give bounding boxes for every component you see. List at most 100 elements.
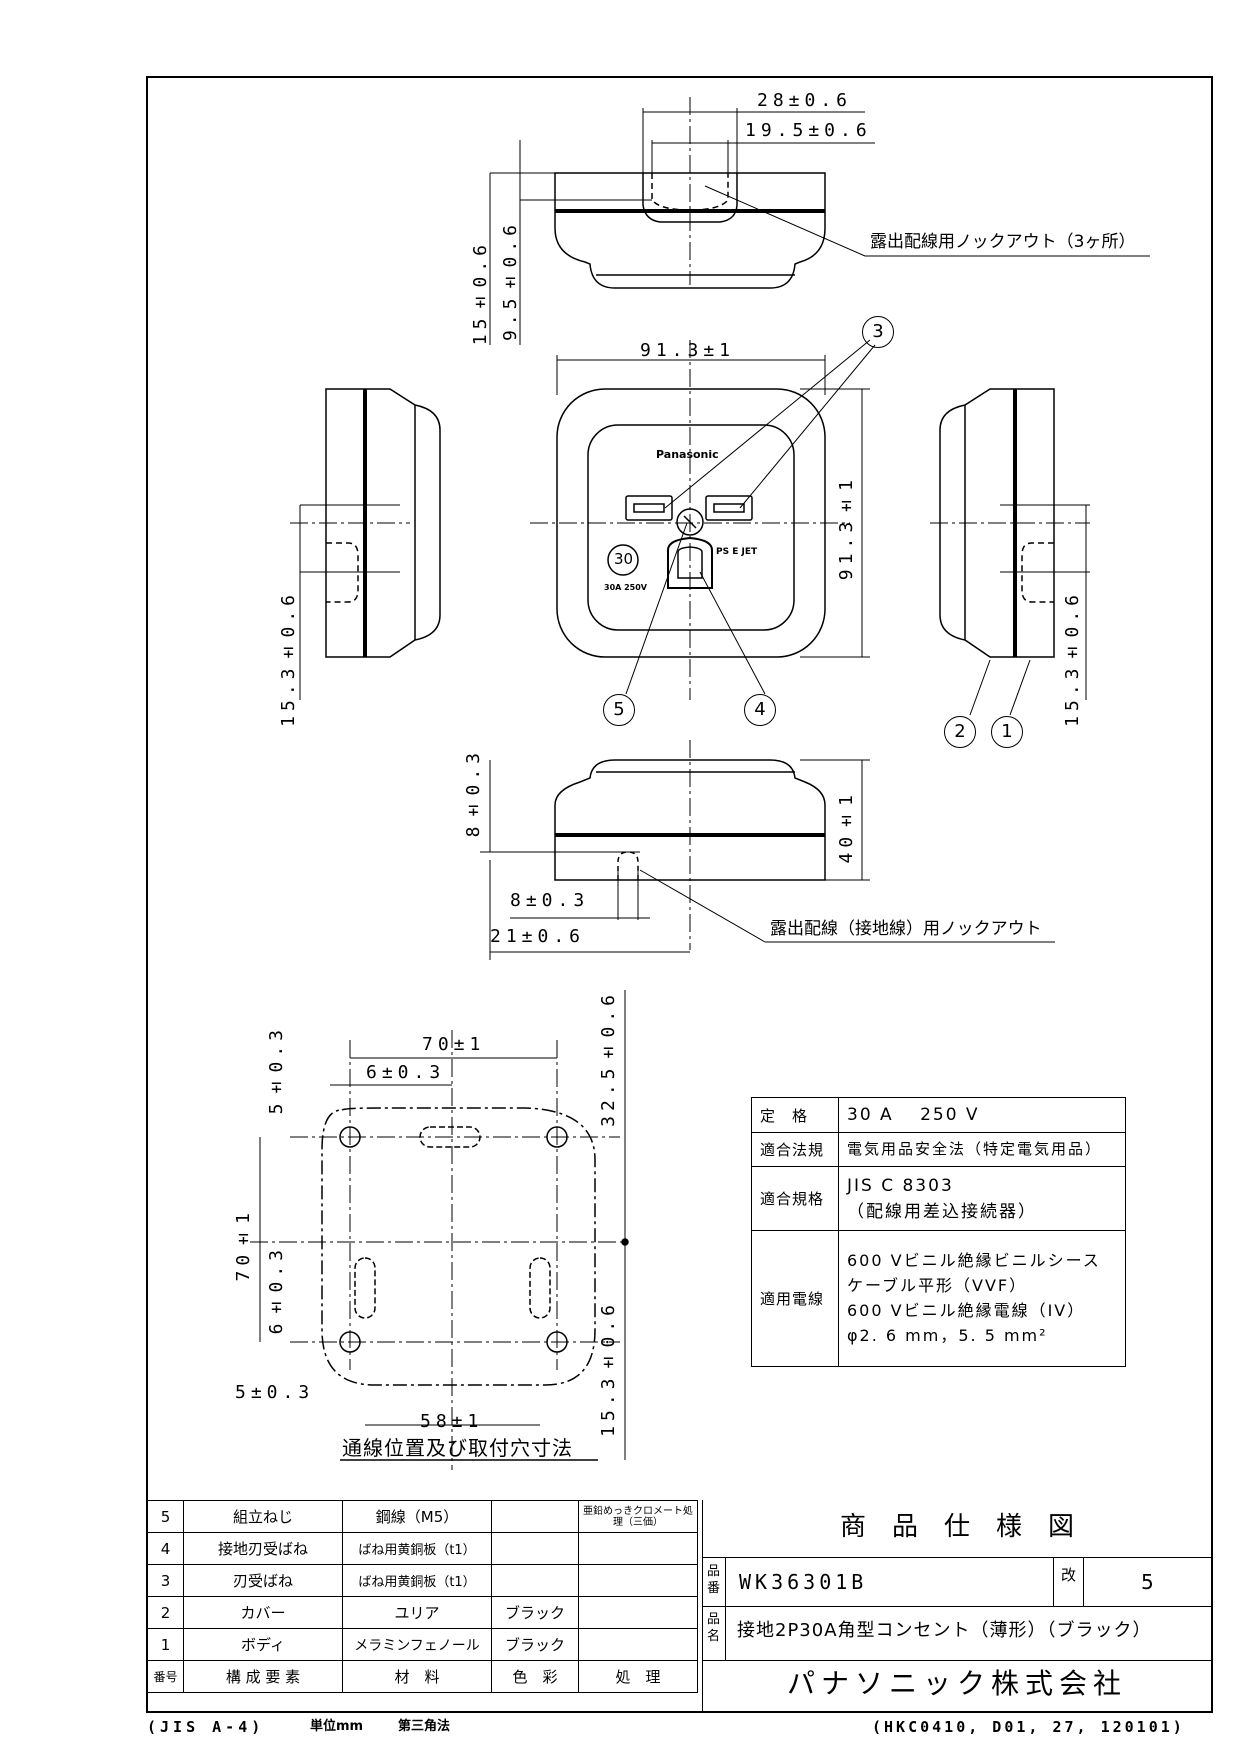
parts-header-row: 番号 構 成 要 素 材 料 色 彩 処 理 <box>147 1660 698 1693</box>
spec-value: 600 Vビニル絶縁ビニルシース ケーブル平形（VVF） 600 Vビニル絶縁電… <box>838 1230 1126 1368</box>
footer-doc-code: (HKC0410, D01, 27, 120101) <box>872 1718 1185 1736</box>
part-material: ばね用黄銅板（t1） <box>342 1532 492 1565</box>
dim-bottom-height-total: 40±1 <box>836 790 857 864</box>
spec-row: 適合規格 JIS C 8303 （配線用差込接続器） <box>751 1166 1126 1232</box>
part-treatment <box>578 1628 698 1661</box>
part-no: 3 <box>147 1564 184 1597</box>
drawing-title: 商 品 仕 様 図 <box>839 1512 1074 1542</box>
plan-caption: 通線位置及び取付穴寸法 <box>342 1436 573 1460</box>
product-name-label: 品名 <box>707 1612 721 1644</box>
part-no: 1 <box>147 1628 184 1661</box>
knockout-bottom-label: 露出配線（接地線）用ノックアウト <box>770 919 1042 939</box>
dim-plan-bottom-left: 5±0.3 <box>235 1382 315 1403</box>
spec-key: 適用電線 <box>751 1230 839 1368</box>
footer-paper-size: (JIS A-4) <box>147 1718 265 1736</box>
dim-plan-lower-right: 15.3±0.6 <box>598 1300 619 1437</box>
knockout-top-label: 露出配線用ノックアウト（3ヶ所） <box>870 232 1136 252</box>
top-view <box>489 97 1150 345</box>
spec-key: 適合規格 <box>751 1166 839 1232</box>
dim-plan-height: 70±1 <box>233 1208 254 1282</box>
header-color: 色 彩 <box>491 1660 579 1693</box>
part-treatment <box>578 1596 698 1629</box>
part-no: 2 <box>147 1596 184 1629</box>
dim-front-width: 91.3±1 <box>640 340 736 361</box>
dim-top-width-inner: 19.5±0.6 <box>745 120 872 141</box>
balloon-1: 1 <box>991 716 1023 748</box>
spec-row: 適用電線 600 Vビニル絶縁ビニルシース ケーブル平形（VVF） 600 Vビ… <box>751 1230 1126 1368</box>
dim-bottom-offset-large: 21±0.6 <box>490 926 586 947</box>
part-treatment <box>578 1532 698 1565</box>
sheet-border <box>146 76 1213 1713</box>
product-name: 接地2P30A角型コンセント（薄形）（ブラック） <box>737 1620 1152 1641</box>
brand-logo: Panasonic <box>656 448 719 461</box>
spec-table: 定 格 30 A 250 V 適合法規 電気用品安全法（特定電気用品） 適合規格… <box>751 1096 1126 1368</box>
dim-right-side-height: 15.3±0.6 <box>1062 590 1083 727</box>
dim-plan-bottom-width: 58±1 <box>420 1411 484 1432</box>
balloon-3: 3 <box>862 316 894 348</box>
balloon-4: 4 <box>744 694 776 726</box>
footer-projection: 第三角法 <box>398 1719 451 1734</box>
header-component: 構 成 要 素 <box>183 1660 343 1693</box>
spec-value: 30 A 250 V <box>838 1096 1126 1134</box>
dim-top-width-outer: 28±0.6 <box>757 90 853 111</box>
part-name: カバー <box>183 1596 343 1629</box>
part-no: 5 <box>147 1500 184 1533</box>
header-treatment: 処 理 <box>578 1660 698 1693</box>
balloon-2: 2 <box>944 716 976 748</box>
spec-row: 適合法規 電気用品安全法（特定電気用品） <box>751 1132 1126 1168</box>
balloon-5: 5 <box>603 694 635 726</box>
part-material: メラミンフェノール <box>342 1628 492 1661</box>
company-name: パナソニック株式会社 <box>786 1667 1127 1700</box>
spec-key: 定 格 <box>751 1096 839 1134</box>
spec-value: 電気用品安全法（特定電気用品） <box>838 1132 1126 1168</box>
header-material: 材 料 <box>342 1660 492 1693</box>
part-name: 組立ねじ <box>183 1500 343 1533</box>
rating-text: 30A 250V <box>604 583 647 592</box>
dim-plan-hole-vertical: 5±0.3 <box>266 1025 287 1115</box>
part-treatment: 亜鉛めっきクロメート処理（三価） <box>578 1500 698 1533</box>
front-view <box>530 339 876 700</box>
header-no: 番号 <box>147 1660 184 1693</box>
dim-plan-lower-offset: 6±0.3 <box>266 1245 287 1335</box>
parts-row: 3 刃受ばね ばね用黄銅板（t1） <box>147 1564 698 1597</box>
left-side-view <box>290 388 441 700</box>
part-no: 4 <box>147 1532 184 1565</box>
parts-row: 2 カバー ユリア ブラック <box>147 1596 698 1629</box>
title-block: 商 品 仕 様 図 品番 WK36301B 改 5 品名 接地2P30A角型コン… <box>702 1500 1211 1712</box>
dim-top-height-inner: 9.5±0.6 <box>500 220 521 342</box>
rating-badge: 30 <box>614 550 634 568</box>
dim-front-height: 91.3±1 <box>836 475 857 581</box>
parts-row: 1 ボディ メラミンフェノール ブラック <box>147 1628 698 1661</box>
part-material: 鋼線（M5） <box>342 1500 492 1533</box>
certification-marks: PS E JET <box>716 547 758 557</box>
dim-plan-hole-offset: 6±0.3 <box>366 1062 446 1083</box>
parts-row: 5 組立ねじ 鋼線（M5） 亜鉛めっきクロメート処理（三価） <box>147 1500 698 1533</box>
part-name: 接地刃受ばね <box>183 1532 343 1565</box>
revision-label: 改 <box>1061 1566 1077 1584</box>
dim-top-height-total: 15±0.6 <box>470 240 491 346</box>
footer-unit: 単位mm <box>310 1719 364 1734</box>
part-name: ボディ <box>183 1628 343 1661</box>
part-color: ブラック <box>491 1596 579 1629</box>
part-material: ばね用黄銅板（t1） <box>342 1564 492 1597</box>
dim-bottom-height-small: 8±0.3 <box>463 748 484 838</box>
part-treatment <box>578 1564 698 1597</box>
part-name: 刃受ばね <box>183 1564 343 1597</box>
dim-plan-width: 70±1 <box>422 1034 486 1055</box>
part-color <box>491 1500 579 1533</box>
part-number: WK36301B <box>739 1570 868 1594</box>
spec-key: 適合法規 <box>751 1132 839 1168</box>
parts-table: 5 組立ねじ 鋼線（M5） 亜鉛めっきクロメート処理（三価） 4 接地刃受ばね … <box>147 1500 698 1693</box>
plan-view <box>250 990 629 1470</box>
spec-value: JIS C 8303 （配線用差込接続器） <box>838 1166 1126 1232</box>
dim-plan-right-vertical: 32.5±0.6 <box>598 990 619 1127</box>
bottom-view <box>480 740 1055 960</box>
right-side-view <box>930 388 1090 716</box>
part-color <box>491 1564 579 1597</box>
dim-bottom-offset-small: 8±0.3 <box>510 890 590 911</box>
part-no-label: 品番 <box>707 1564 721 1596</box>
part-color: ブラック <box>491 1628 579 1661</box>
part-color <box>491 1532 579 1565</box>
spec-row: 定 格 30 A 250 V <box>751 1096 1126 1134</box>
